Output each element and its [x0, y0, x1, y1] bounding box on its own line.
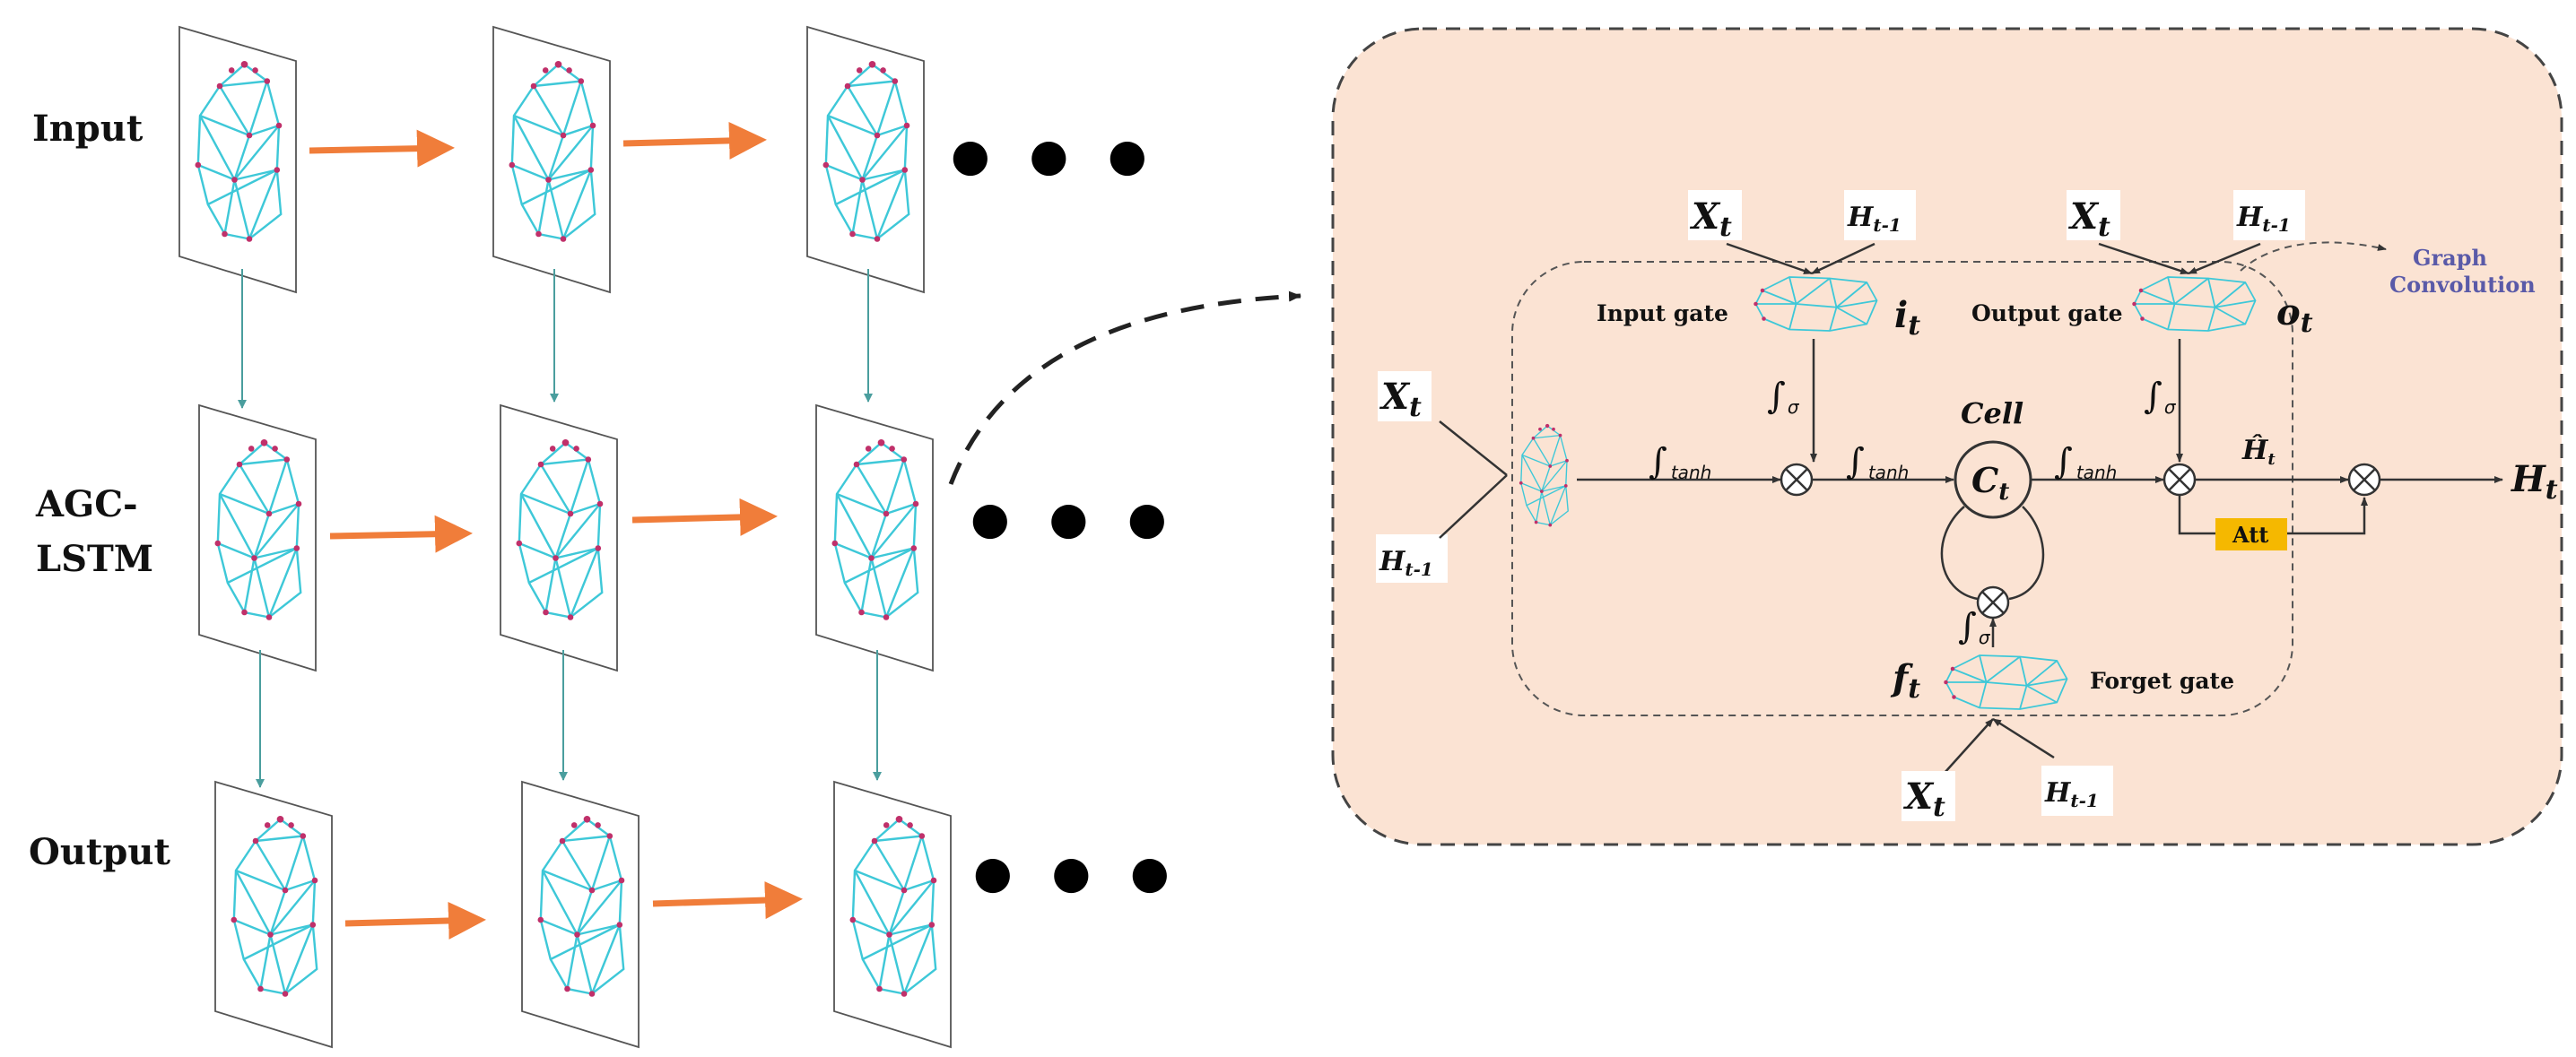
ht1-input-gate: Ht-1 — [1847, 202, 1902, 236]
sigma-fn-output: ∫σ — [2144, 376, 2177, 418]
ht1-output-gate: Ht-1 — [2236, 202, 2291, 236]
graph-panel-agc-2 — [500, 405, 617, 671]
row-label-input: Input — [32, 108, 144, 150]
graph-panel-output-2 — [522, 782, 639, 1047]
xt-left-input: Xt — [1379, 376, 1422, 423]
graph-panel-agc-3 — [816, 405, 933, 671]
output-gate-label: Output gate — [1971, 300, 2123, 326]
row-label-agc-lstm-line1: AGC- — [35, 483, 138, 525]
ellipsis-input: ● ● ● — [951, 129, 1160, 181]
multiply-node-input — [1780, 463, 1814, 497]
arrow-input-2-3 — [622, 121, 767, 160]
graph-panel-input-1 — [179, 27, 296, 292]
arrow-agc-1-2 — [329, 515, 473, 553]
ot-label: ot — [2276, 291, 2313, 339]
forget-gate-label: Forget gate — [2090, 668, 2234, 694]
graph-conv-label-line1: Graph — [2413, 245, 2487, 271]
cell-recurrent-loop — [1940, 506, 2045, 601]
multiply-node-att — [2347, 463, 2381, 497]
cell-inner-boundary — [1511, 261, 2293, 716]
sigma-fn-input: ∫σ — [1767, 376, 1800, 418]
graph-conv-label-line2: Convolution — [2389, 272, 2536, 298]
ht1-left-input: Ht-1 — [1379, 546, 1433, 580]
ht1-bottom-input: Ht-1 — [2044, 777, 2099, 811]
cell-state-node — [1954, 440, 2032, 519]
xt-input-gate: Xt — [1689, 195, 1732, 243]
ellipsis-output: ● ● ● — [973, 846, 1182, 898]
attention-label: Att — [2232, 522, 2268, 548]
ht-output-label: Ht — [2511, 458, 2558, 506]
h-hat-label: Ĥt — [2241, 434, 2276, 469]
ellipsis-agc: ● ● ● — [970, 492, 1179, 544]
xt-output-gate: Xt — [2067, 195, 2110, 243]
row-label-agc-lstm-line2: LSTM — [36, 538, 153, 580]
cell-detail-panel — [1331, 27, 2563, 846]
multiply-node-forget — [1976, 585, 2010, 619]
tanh-fn-1: ∫tanh — [1649, 441, 1711, 483]
xt-bottom-input: Xt — [1902, 775, 1945, 823]
graph-panel-input-3 — [807, 27, 924, 292]
graph-panel-output-3 — [834, 782, 951, 1047]
arrow-output-1-2 — [344, 901, 486, 940]
graph-panel-input-2 — [493, 27, 610, 292]
it-label: it — [1894, 294, 1920, 342]
graph-panel-output-1 — [215, 782, 332, 1047]
arrow-output-2-3 — [652, 881, 803, 920]
cell-title: Cell — [1961, 396, 2023, 430]
tanh-fn-2: ∫tanh — [1846, 441, 1909, 483]
input-gate-label: Input gate — [1597, 300, 1728, 326]
sigma-fn-forget: ∫σ — [1958, 606, 1991, 648]
cell-state-label: Ct — [1971, 460, 2009, 506]
arrow-input-1-2 — [309, 129, 455, 168]
row-label-output: Output — [29, 831, 170, 873]
attention-box — [2215, 518, 2287, 550]
arrow-agc-2-3 — [631, 498, 778, 536]
tanh-fn-3: ∫tanh — [2054, 441, 2117, 483]
zoom-dashed-arrow — [948, 290, 1301, 485]
graph-panel-agc-1 — [199, 405, 316, 671]
graph-conv-dashed-arrow — [2240, 241, 2387, 272]
multiply-node-output — [2163, 463, 2197, 497]
